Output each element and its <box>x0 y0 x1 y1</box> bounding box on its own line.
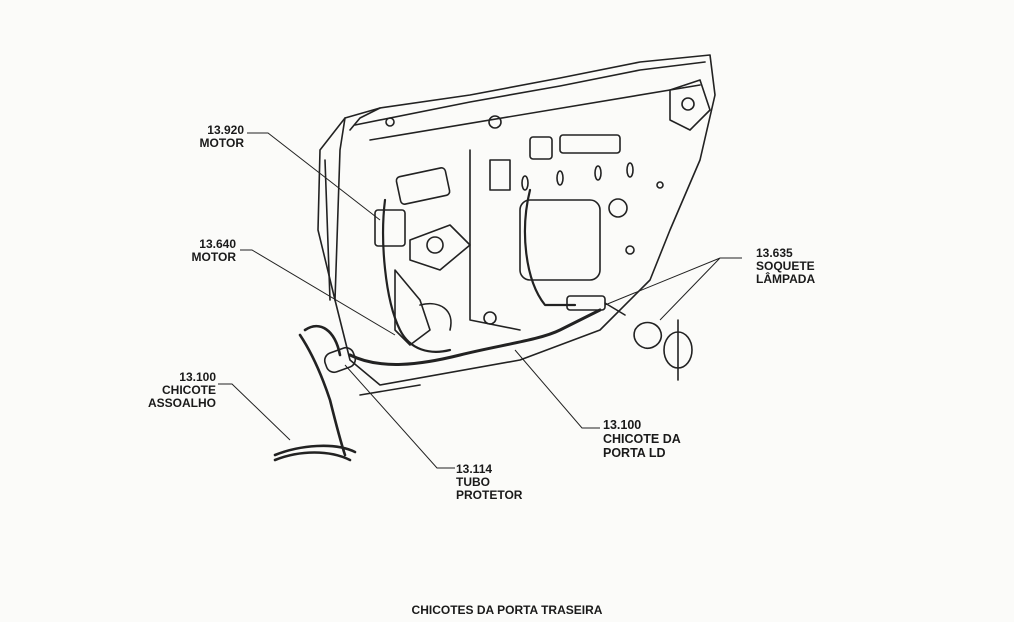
leader-motor-920 <box>247 132 381 221</box>
leader-chicote-porta <box>514 349 600 429</box>
window-motor <box>374 209 406 247</box>
lamp-socket <box>566 295 606 311</box>
tubo-line1: TUBO <box>456 475 490 489</box>
motor-640-name: MOTOR <box>191 250 236 264</box>
figure-caption: CHICOTES DA PORTA TRASEIRA <box>411 603 603 617</box>
label-soquete: 13.635 SOQUETE LÂMPADA <box>756 247 815 286</box>
motor-920-name: MOTOR <box>199 136 244 150</box>
soquete-line2: LÂMPADA <box>756 272 816 286</box>
leader-tubo <box>344 364 455 469</box>
leader-chicote-assoalho <box>218 383 291 441</box>
chicote-porta-line1: CHICOTE DA <box>603 432 681 446</box>
label-tubo: 13.114 TUBO PROTETOR <box>456 463 522 502</box>
floor-harness <box>273 333 357 462</box>
door-outline <box>334 54 716 386</box>
chicote-porta-line2: PORTA LD <box>603 446 666 460</box>
inner-opening-left <box>395 167 451 205</box>
tubo-code: 13.114 <box>456 462 493 476</box>
label-chicote-porta: 13.100 CHICOTE DA PORTA LD <box>603 418 681 460</box>
motor-640-code: 13.640 <box>199 237 236 251</box>
chicote-assoalho-code: 13.100 <box>179 370 216 384</box>
label-motor-920: 13.920 MOTOR <box>186 124 244 150</box>
lamp-bulb <box>633 321 663 350</box>
motor-920-code: 13.920 <box>207 123 244 137</box>
inner-opening-lamp <box>519 199 601 281</box>
leader-motor-640 <box>240 249 396 336</box>
protective-tube <box>323 346 357 374</box>
leader-soquete <box>604 257 742 321</box>
chicote-assoalho-line1: CHICOTE <box>162 383 216 397</box>
door-harness <box>348 308 602 366</box>
label-chicote-assoalho: 13.100 CHICOTE ASSOALHO <box>136 371 216 410</box>
tubo-line2: PROTETOR <box>456 488 523 502</box>
soquete-code: 13.635 <box>756 246 793 260</box>
chicote-porta-code: 13.100 <box>603 418 642 432</box>
label-motor-640: 13.640 MOTOR <box>178 238 236 264</box>
soquete-line1: SOQUETE <box>756 259 815 273</box>
chicote-assoalho-line2: ASSOALHO <box>147 396 216 410</box>
